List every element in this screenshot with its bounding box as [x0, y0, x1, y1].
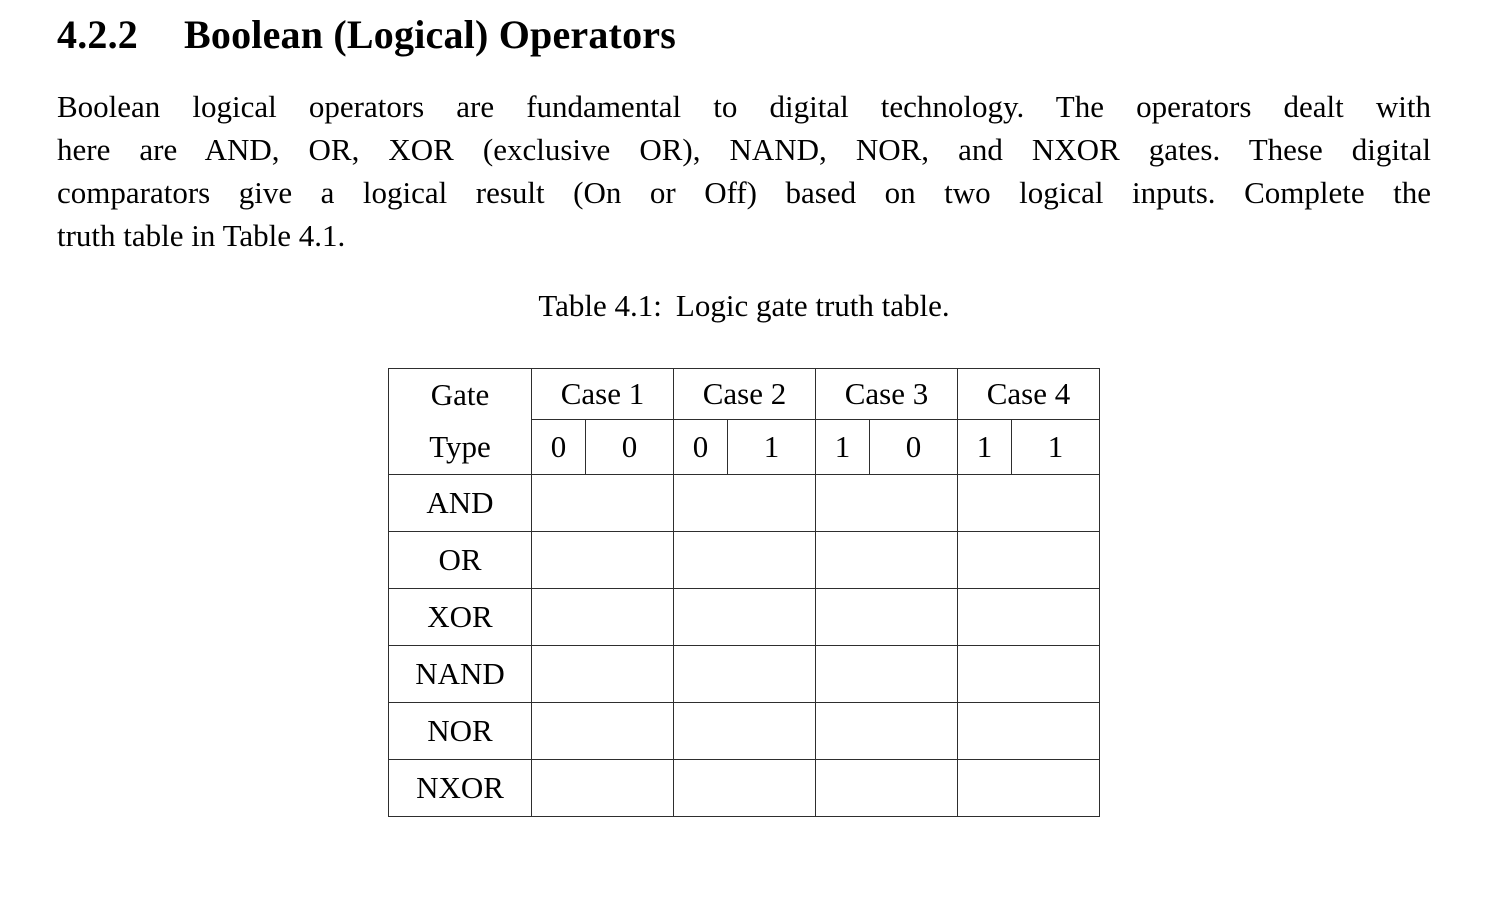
gate-label: NAND [388, 645, 532, 703]
case-3-header: Case 3 [815, 368, 958, 420]
answer-cell [673, 645, 816, 703]
answer-cell [531, 531, 674, 589]
input-value-cell: 0 [869, 419, 958, 475]
input-values-row: 0 0 0 1 1 0 1 1 [389, 419, 1100, 475]
answer-cell [815, 588, 958, 646]
input-value-cell: 1 [1011, 419, 1100, 475]
answer-cell [673, 531, 816, 589]
truth-table: Gate Type Case 1 Case 2 Case 3 Case 4 0 … [388, 368, 1100, 817]
gate-label: NOR [388, 702, 532, 760]
case-1-header: Case 1 [531, 368, 674, 420]
input-value-cell: 1 [957, 419, 1012, 475]
answer-cell [531, 702, 674, 760]
answer-cell [673, 759, 816, 817]
gate-row-or: OR [388, 531, 1100, 589]
intro-paragraph: Boolean logical operators are fundamenta… [57, 85, 1431, 257]
section-heading: 4.2.2 Boolean (Logical) Operators [57, 9, 1431, 61]
gate-type-corner-cell: Gate Type [388, 368, 532, 475]
input-value-cell: 0 [673, 419, 728, 475]
paragraph-line-3: comparators give a logical result (On or… [57, 175, 1431, 210]
paragraph-line-2: here are AND, OR, XOR (exclusive OR), NA… [57, 132, 1431, 167]
gate-row-xor: XOR [388, 588, 1100, 646]
case-header-row: Gate Type Case 1 Case 2 Case 3 Case 4 [388, 368, 1100, 475]
answer-cell [957, 588, 1100, 646]
section-title: Boolean (Logical) Operators [184, 12, 677, 57]
document-page: 4.2.2 Boolean (Logical) Operators Boolean… [57, 9, 1431, 817]
paragraph-line-1: Boolean logical operators are fundamenta… [57, 89, 1431, 124]
answer-cell [815, 759, 958, 817]
gate-label: AND [388, 474, 532, 532]
paragraph-line-4: truth table in Table 4.1. [57, 218, 346, 253]
corner-header-type: Type [429, 428, 491, 464]
gate-label: XOR [388, 588, 532, 646]
answer-cell [957, 531, 1100, 589]
input-value-cell: 0 [585, 419, 674, 475]
answer-cell [815, 645, 958, 703]
table-caption-text: Logic gate truth table. [675, 288, 950, 323]
answer-cell [957, 474, 1100, 532]
answer-cell [815, 702, 958, 760]
answer-cell [815, 531, 958, 589]
answer-cell [673, 702, 816, 760]
answer-cell [957, 645, 1100, 703]
input-value-cell: 0 [531, 419, 586, 475]
section-number: 4.2.2 [57, 12, 138, 57]
answer-cell [957, 759, 1100, 817]
answer-cell [531, 645, 674, 703]
input-value-cell: 1 [815, 419, 870, 475]
answer-cell [531, 759, 674, 817]
case-2-header: Case 2 [673, 368, 816, 420]
gate-label: NXOR [388, 759, 532, 817]
answer-cell [673, 474, 816, 532]
case-4-header: Case 4 [957, 368, 1100, 420]
gate-row-and: AND [388, 474, 1100, 532]
table-caption-label: Table 4.1: [538, 288, 662, 323]
input-value-cell: 1 [727, 419, 816, 475]
corner-header-gate: Gate [430, 376, 490, 412]
answer-cell [673, 588, 816, 646]
answer-cell [957, 702, 1100, 760]
gate-row-nor: NOR [388, 702, 1100, 760]
gate-row-nxor: NXOR [388, 759, 1100, 817]
gate-row-nand: NAND [388, 645, 1100, 703]
gate-label: OR [388, 531, 532, 589]
answer-cell [531, 588, 674, 646]
answer-cell [531, 474, 674, 532]
answer-cell [815, 474, 958, 532]
table-caption: Table 4.1: Logic gate truth table. [57, 284, 1431, 327]
